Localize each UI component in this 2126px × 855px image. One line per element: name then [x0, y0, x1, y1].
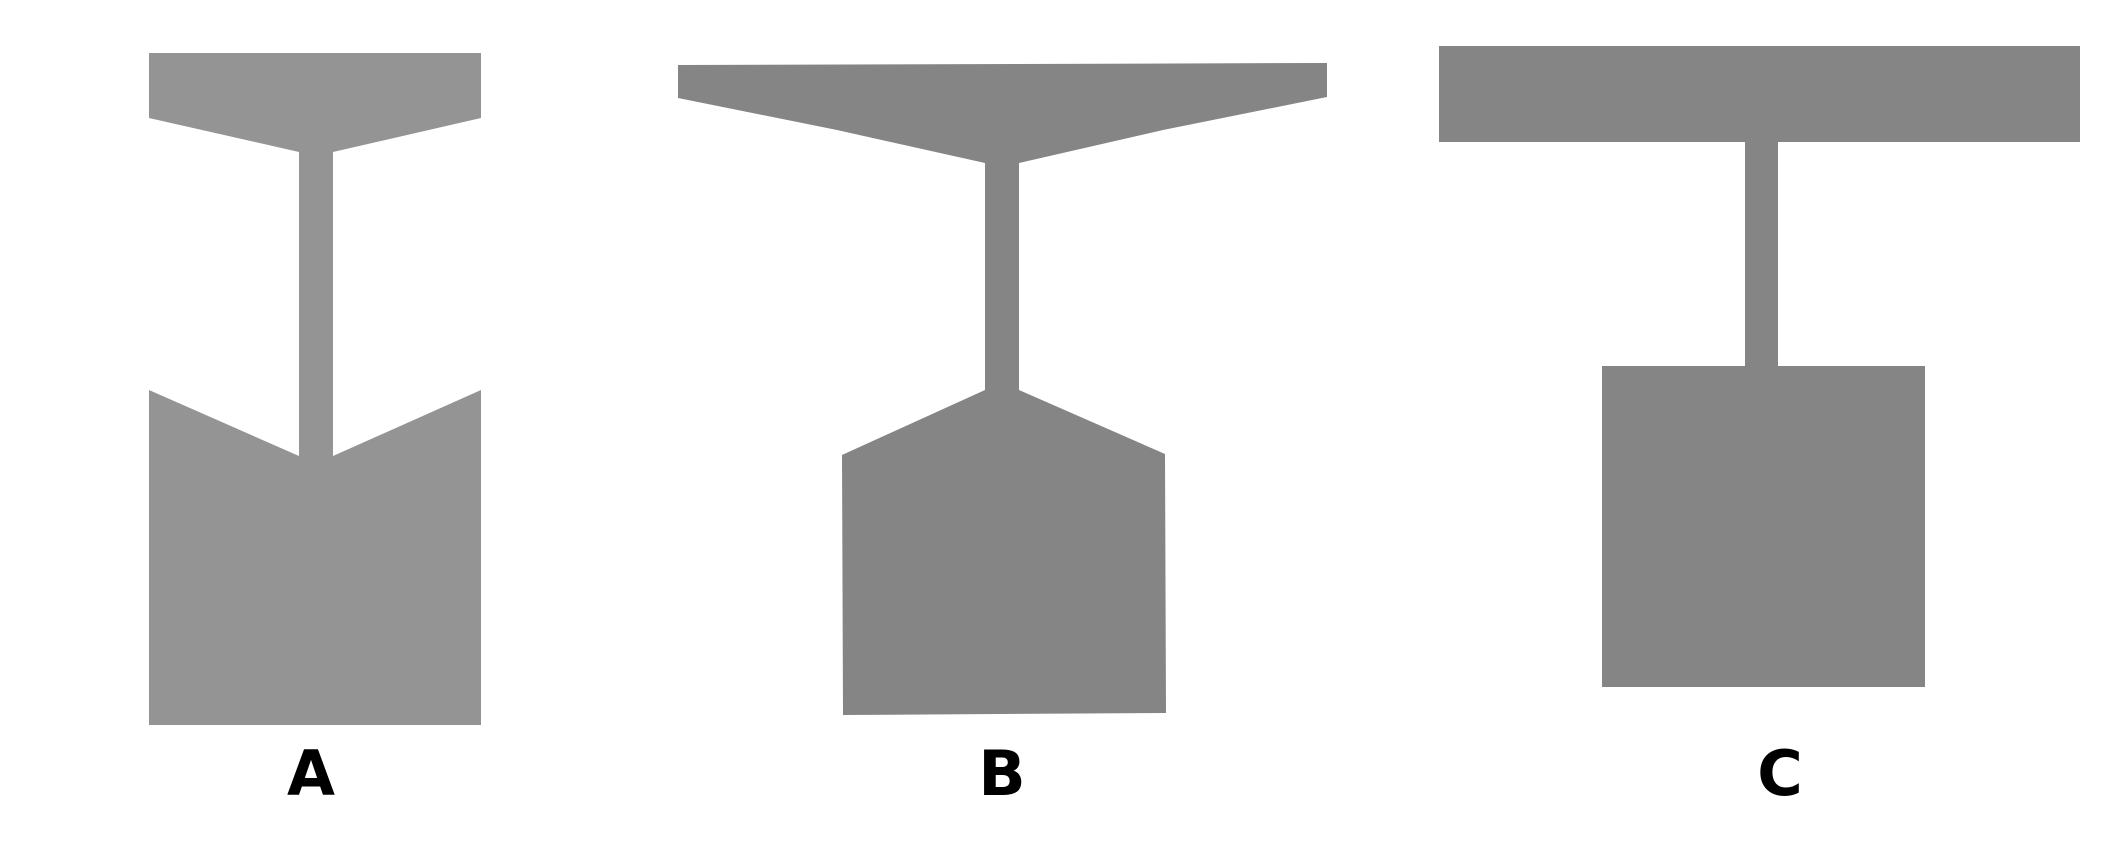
panel-c-bottom-block — [1602, 366, 1925, 687]
panel-c-label: C — [1757, 737, 1803, 810]
panel-b-shape — [678, 63, 1327, 715]
panel-a-shape — [149, 53, 481, 725]
panel-b-label: B — [978, 737, 1026, 810]
panel-a-label: A — [287, 737, 335, 810]
panel-a-bottom-block — [149, 390, 481, 725]
panel-b-top-plate — [678, 63, 1327, 163]
panel-c-stem — [1745, 140, 1778, 368]
panel-a-top-plate — [149, 53, 481, 152]
panel-c-top-plate — [1439, 46, 2080, 142]
panel-c-shape — [1439, 46, 2080, 687]
panel-a-stem — [299, 150, 333, 458]
panel-b-bottom-block — [842, 390, 1166, 715]
panel-b-stem — [985, 160, 1019, 392]
